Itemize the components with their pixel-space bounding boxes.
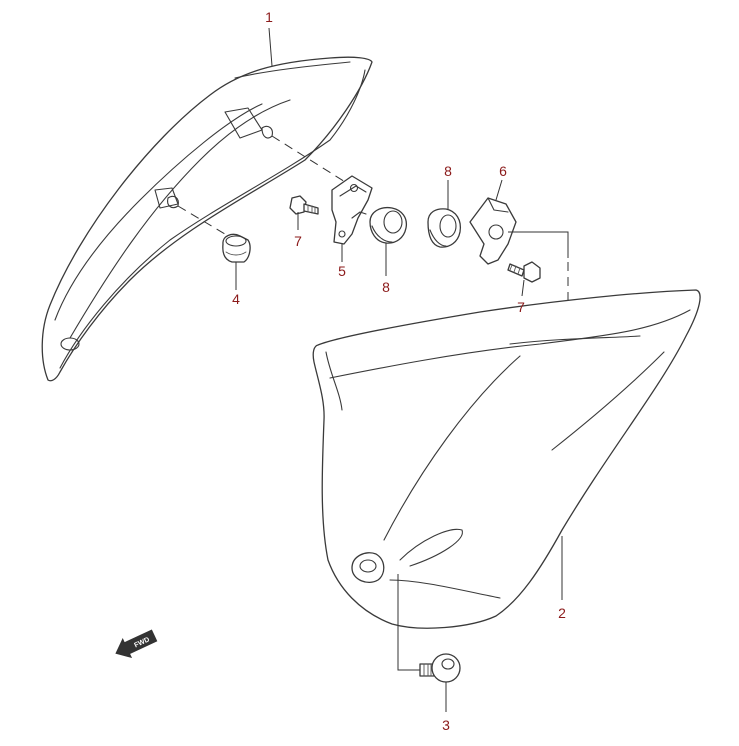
grommet-part-4 <box>222 233 251 263</box>
callout-1: 1 <box>265 9 273 25</box>
bracket-part-5 <box>331 175 373 245</box>
callout-3: 3 <box>442 717 450 733</box>
plate-part-6 <box>469 197 517 265</box>
bolt-part-7-left <box>289 195 319 215</box>
callout-6: 6 <box>499 163 507 179</box>
alignment-line <box>177 205 236 241</box>
fwd-arrow-icon: FWD <box>115 629 158 659</box>
grommet-part-8-left <box>369 206 408 244</box>
screw-part-3 <box>419 653 461 683</box>
leader-line <box>495 179 503 201</box>
callout-4: 4 <box>232 291 240 307</box>
callout-2: 2 <box>558 605 566 621</box>
leader-line <box>268 27 273 67</box>
callout-5: 5 <box>338 263 346 279</box>
leader-line <box>508 231 569 258</box>
grommet-part-8-right <box>427 208 462 248</box>
leader-line <box>397 574 420 671</box>
side-cover-part-2 <box>312 289 701 629</box>
callout-8-right: 8 <box>444 163 452 179</box>
callout-8-left: 8 <box>382 279 390 295</box>
alignment-line <box>271 135 351 186</box>
callout-7-right: 7 <box>517 299 525 315</box>
callout-7-left: 7 <box>294 233 302 249</box>
bolt-part-7-right <box>507 261 541 283</box>
leader-line <box>521 279 525 297</box>
